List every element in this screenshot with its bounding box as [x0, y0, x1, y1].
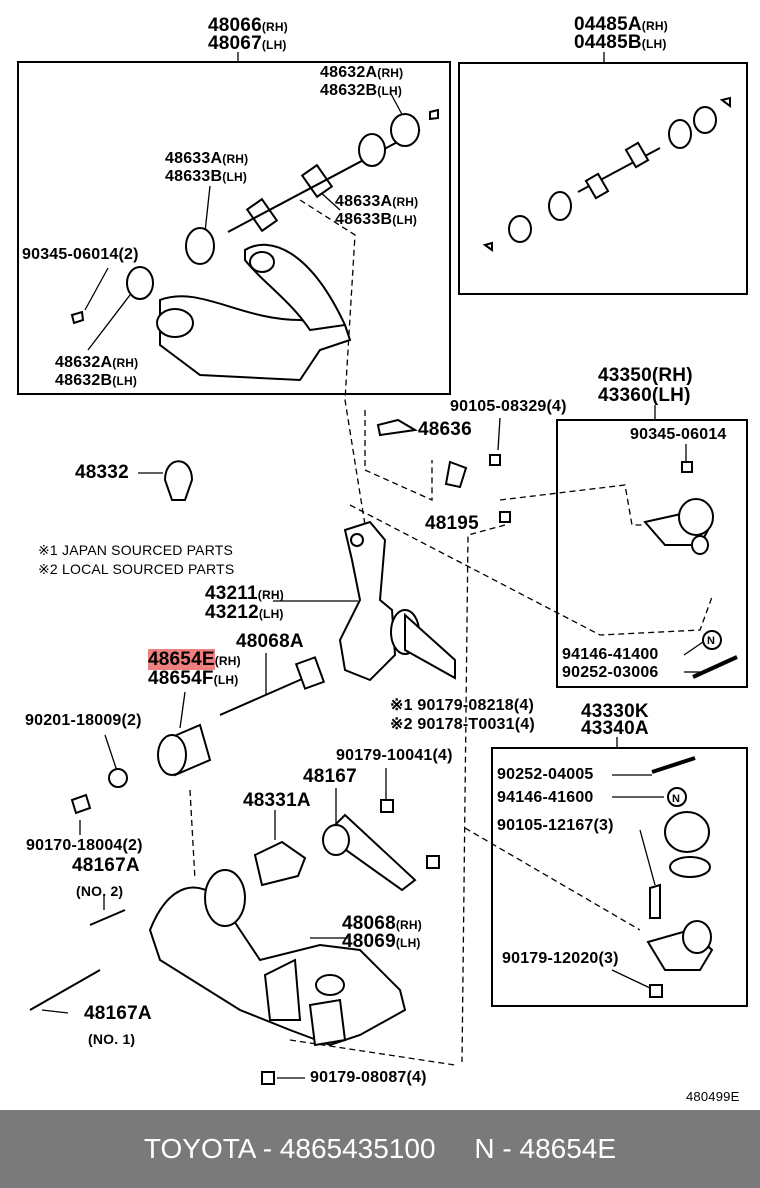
- label-48633a-right: 48633A(RH): [335, 193, 419, 210]
- label-90179-12020: 90179-12020(3): [502, 950, 619, 967]
- label-48636: 48636: [418, 419, 472, 440]
- label-48069: 48069(LH): [342, 931, 421, 952]
- label-48332: 48332: [75, 462, 129, 483]
- label-48068: 48068(RH): [342, 913, 422, 934]
- note-local-sourced: ※2 LOCAL SOURCED PARTS: [38, 561, 235, 577]
- label-48331a: 48331A: [243, 790, 311, 811]
- parts-diagram: [17, 52, 748, 1085]
- bushing-kit-box: [458, 62, 748, 295]
- label-90252-04005: 90252-04005: [497, 766, 594, 783]
- label-90178-t0031: ※2 90178-T0031(4): [390, 716, 535, 733]
- label-48066: 48066(RH): [208, 15, 288, 36]
- label-90179-08087: 90179-08087(4): [310, 1069, 427, 1086]
- figure-number: 480499E: [686, 1089, 740, 1104]
- label-48632a-bottom: 48632A(RH): [55, 354, 139, 371]
- note-japan-sourced: ※1 JAPAN SOURCED PARTS: [38, 542, 234, 558]
- label-43212: 43212(LH): [205, 602, 284, 623]
- label-90170-18004: 90170-18004(2): [26, 837, 143, 854]
- label-90105-08329: 90105-08329(4): [450, 398, 567, 415]
- label-48632a-top: 48632A(RH): [320, 64, 404, 81]
- label-04485b: 04485B(LH): [574, 32, 667, 53]
- label-90201-18009: 90201-18009(2): [25, 712, 142, 729]
- label-48067: 48067(LH): [208, 33, 287, 54]
- label-90252-03006: 90252-03006: [562, 664, 659, 681]
- label-no1: (NO. 1): [88, 1031, 136, 1047]
- label-48068a: 48068A: [236, 631, 304, 652]
- label-48632b-top: 48632B(LH): [320, 82, 403, 99]
- label-04485a: 04485A(RH): [574, 14, 668, 35]
- n-mark-upper: N: [707, 635, 716, 647]
- label-90179-10041: 90179-10041(4): [336, 747, 453, 764]
- label-43350: 43350(RH): [598, 365, 693, 386]
- label-48167a-no2: 48167A: [72, 855, 140, 876]
- label-90179-08218: ※1 90179-08218(4): [390, 697, 535, 714]
- label-43360: 43360(LH): [598, 385, 691, 406]
- label-no2: (NO. 2): [76, 883, 124, 899]
- label-94146-41400: 94146-41400: [562, 646, 659, 663]
- label-48632b-bottom: 48632B(LH): [55, 372, 138, 389]
- label-48654e: 48654E(RH): [148, 649, 241, 670]
- lower-ball-joint-box: [491, 747, 748, 1007]
- label-48195: 48195: [425, 513, 479, 534]
- upper-ball-joint-box: [556, 419, 748, 688]
- label-90345-06014-2: 90345-06014(2): [22, 246, 139, 263]
- upper-control-arm-drawing: [70, 108, 439, 382]
- misc-parts-drawing: [29, 460, 714, 1085]
- lower-control-arm-drawing: [148, 869, 407, 1047]
- label-43340a: 43340A: [581, 718, 649, 739]
- footer-bar: TOYOTA - 4865435100 N - 48654E: [0, 1110, 760, 1188]
- label-43211: 43211(RH): [205, 583, 284, 604]
- label-90345-06014: 90345-06014: [630, 426, 727, 443]
- label-48654f: 48654F(LH): [148, 668, 239, 689]
- label-48633b-right: 48633B(LH): [335, 211, 418, 228]
- label-48633a-left: 48633A(RH): [165, 150, 249, 167]
- upper-arm-box: [17, 61, 451, 395]
- footer-text: TOYOTA - 4865435100 N - 48654E: [143, 1133, 617, 1164]
- n-mark-lower: N: [672, 793, 681, 805]
- label-90105-12167: 90105-12167(3): [497, 817, 614, 834]
- label-48167: 48167: [303, 766, 357, 787]
- upper-ball-joint-drawing: [643, 461, 738, 679]
- label-43330k: 43330K: [581, 701, 649, 722]
- label-48167a-no1: 48167A: [84, 1003, 152, 1024]
- label-94146-41600: 94146-41600: [497, 789, 594, 806]
- label-48633b-left: 48633B(LH): [165, 168, 248, 185]
- bushing-kit-drawing: [482, 96, 731, 252]
- steering-knuckle-drawing: [338, 418, 511, 682]
